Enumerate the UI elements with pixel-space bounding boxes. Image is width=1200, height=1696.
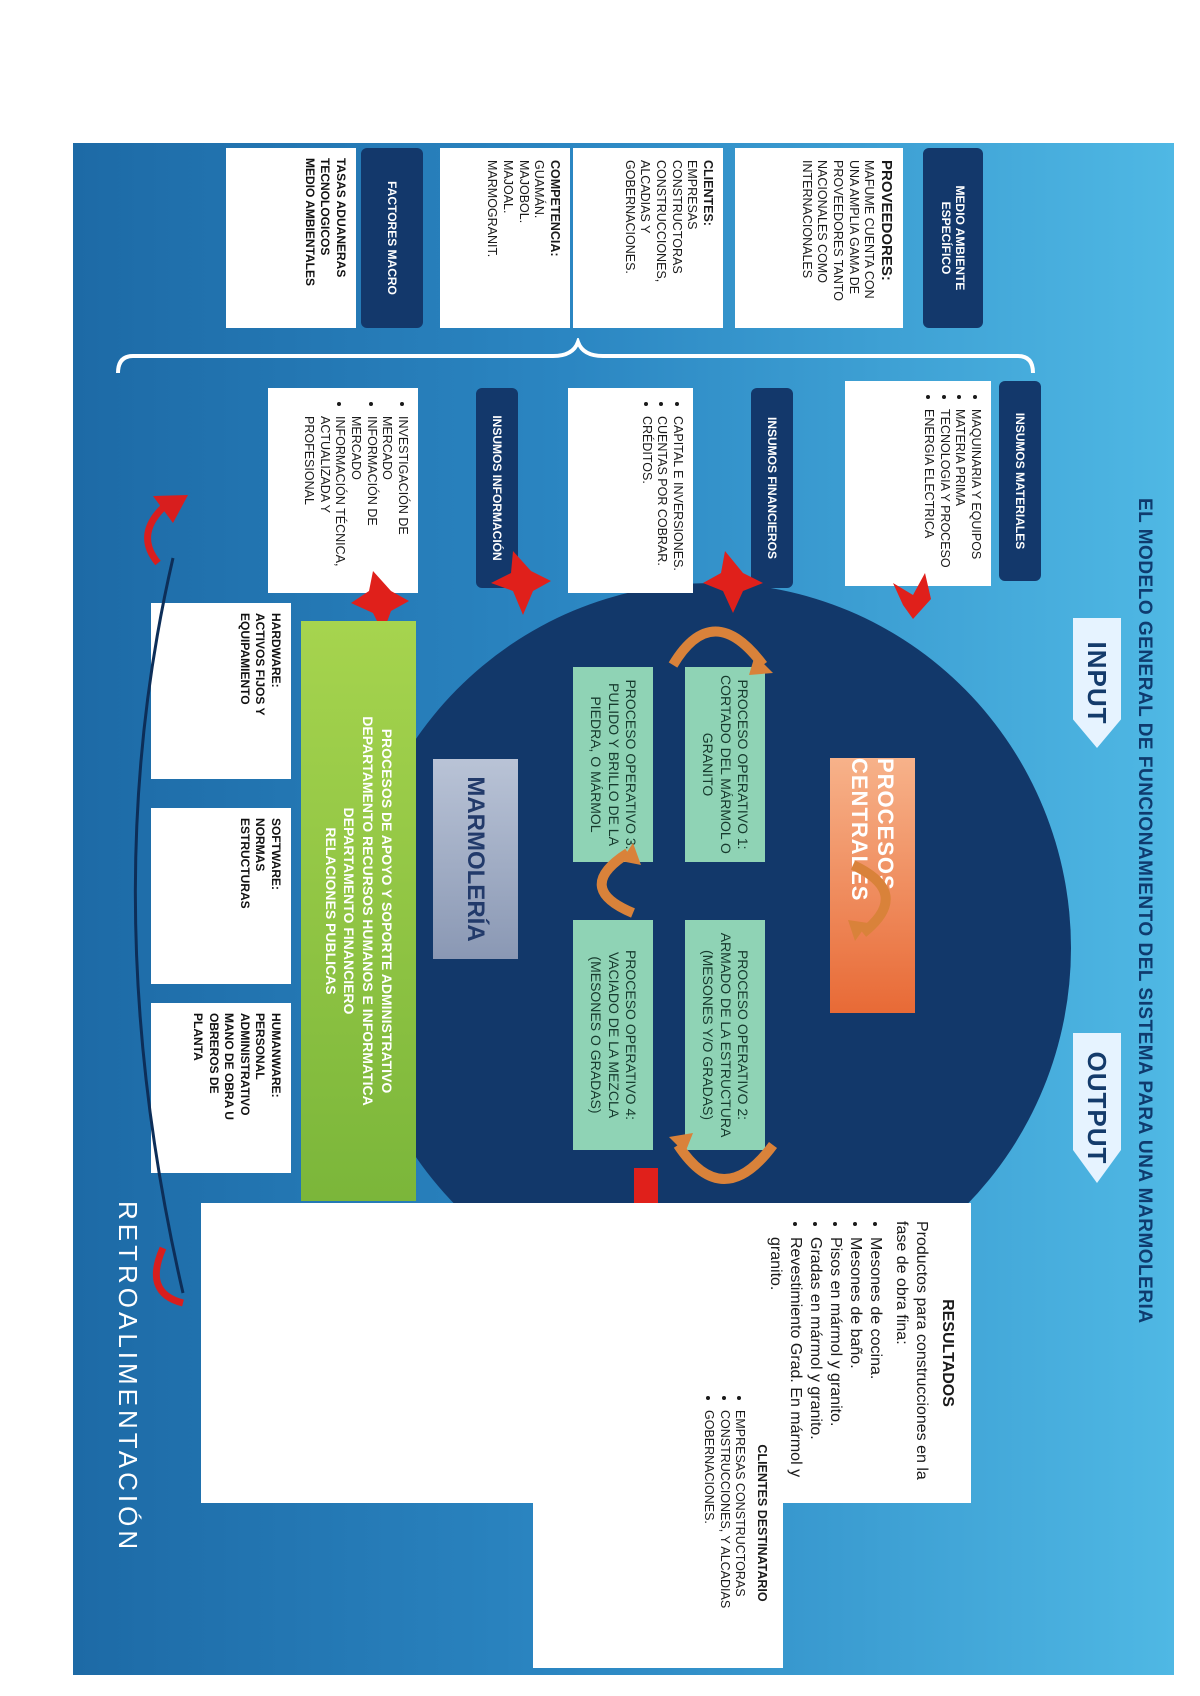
retroalimentacion-label: RETROALIMENTACIÓN [113,1201,143,1554]
retroalimentacion-label-wrap: RETROALIMENTACIÓN [112,1201,143,1553]
arrow-informacion [491,551,551,615]
cycle-arrows [596,626,891,1184]
grouping-brace [116,338,1035,374]
arrow-financieros [703,551,763,613]
arrow-apoyo [351,571,409,633]
arrow-materiales [893,573,931,619]
diagram-canvas: EL MODELO GENERAL DE FUNCIONAMIENTO DEL … [73,143,1174,1675]
feedback-arrow [133,495,188,1307]
